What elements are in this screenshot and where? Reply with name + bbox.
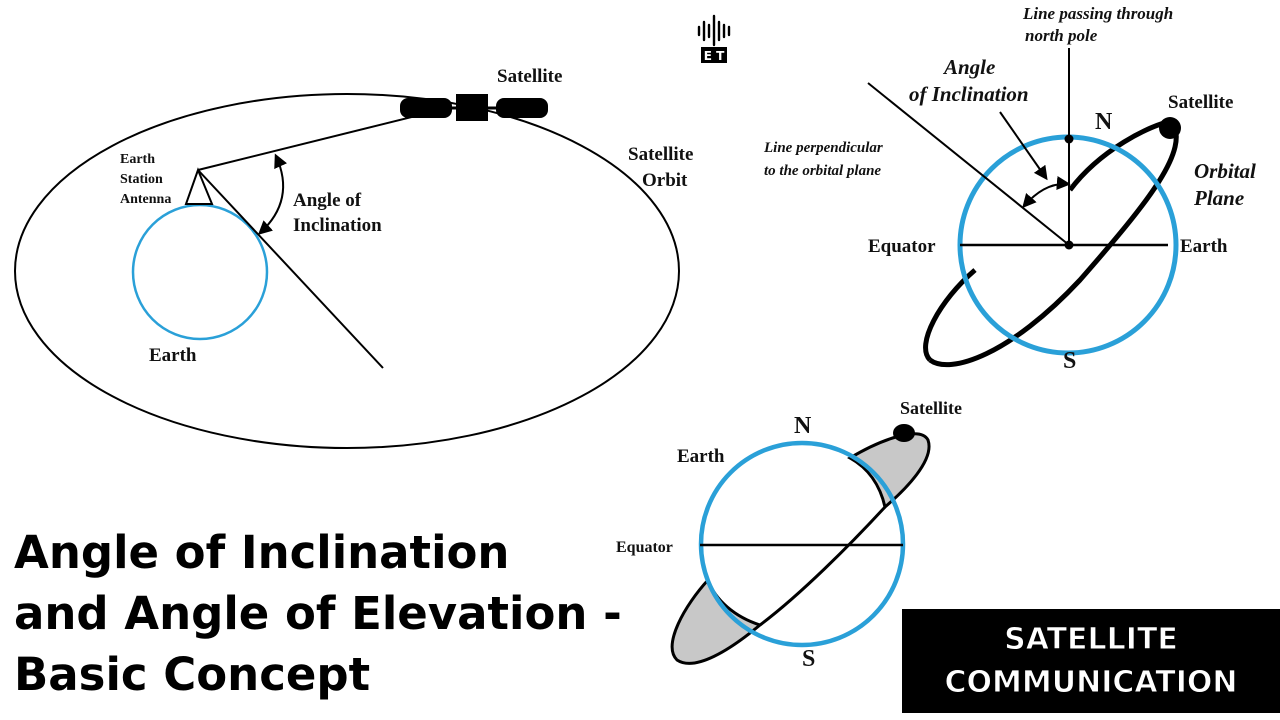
angle-label-line2: Inclination bbox=[293, 215, 382, 236]
antenna-label-line2: Station bbox=[120, 172, 163, 187]
earth-station-antenna bbox=[184, 167, 214, 205]
north-label-bottom: N bbox=[794, 413, 812, 439]
north-pole-line2: north pole bbox=[1025, 26, 1098, 45]
badge-line1: SATELLITE bbox=[1004, 622, 1179, 658]
north-point bbox=[1064, 134, 1074, 144]
orbital-line2: Plane bbox=[1193, 186, 1244, 210]
shaded-orbit-bottom bbox=[670, 577, 764, 665]
angle-arc-right bbox=[1022, 176, 1071, 209]
satellite-label-bottom: Satellite bbox=[900, 398, 962, 418]
earth-label-right: Earth bbox=[1180, 236, 1228, 257]
equator-label-bottom: Equator bbox=[616, 539, 673, 556]
south-label-bottom: S bbox=[802, 646, 815, 672]
title-line2: and Angle of Elevation - bbox=[14, 587, 622, 640]
angle-right-line1: Angle bbox=[942, 55, 995, 79]
line-to-satellite bbox=[197, 107, 449, 171]
orbital-plane-back bbox=[928, 119, 1179, 368]
perpendicular-line bbox=[867, 82, 1070, 246]
angle-arc bbox=[257, 153, 288, 235]
angle-label-line1: Angle of bbox=[293, 190, 362, 211]
orbital-line1: Orbital bbox=[1194, 159, 1256, 183]
horizon-line bbox=[197, 169, 384, 369]
satellite-dot-right bbox=[1159, 117, 1181, 139]
shaded-orbit-top bbox=[847, 432, 931, 510]
center-point bbox=[1064, 240, 1074, 250]
badge-line2: COMMUNICATION bbox=[944, 665, 1238, 701]
orbit-cross-line bbox=[759, 505, 887, 627]
logo-text: E T bbox=[704, 49, 725, 63]
earth-label: Earth bbox=[149, 345, 197, 366]
et-logo: E T bbox=[697, 14, 731, 63]
north-label-right: N bbox=[1095, 109, 1113, 135]
category-badge: SATELLITE COMMUNICATION bbox=[902, 609, 1280, 713]
satellite-orbit-ellipse bbox=[14, 93, 680, 449]
angle-pointer bbox=[999, 111, 1048, 181]
antenna-label-line3: Antenna bbox=[120, 192, 171, 207]
earth-circle bbox=[131, 203, 269, 341]
equator-label-right: Equator bbox=[868, 236, 936, 257]
satellite-icon bbox=[400, 94, 548, 121]
title-line1: Angle of Inclination bbox=[14, 526, 510, 579]
bottom-diagram: N S Satellite Earth Equator bbox=[616, 398, 962, 672]
satellite-label-right: Satellite bbox=[1168, 92, 1233, 113]
satellite-label: Satellite bbox=[497, 66, 562, 87]
video-title: Angle of Inclination and Angle of Elevat… bbox=[14, 522, 674, 705]
perp-line2: to the orbital plane bbox=[764, 163, 881, 179]
left-diagram: Satellite Satellite Orbit Earth Station … bbox=[14, 66, 693, 449]
satellite-dot-bottom bbox=[893, 424, 915, 442]
orbit-label-line1: Satellite bbox=[628, 144, 693, 165]
north-pole-line1: Line passing through bbox=[1022, 4, 1173, 23]
earth-label-bottom: Earth bbox=[677, 446, 725, 467]
right-diagram: Line passing through north pole Angle of… bbox=[763, 4, 1256, 374]
perp-line1: Line perpendicular bbox=[763, 140, 883, 156]
orbit-label-line2: Orbit bbox=[642, 170, 688, 191]
title-line3: Basic Concept bbox=[14, 648, 371, 701]
south-label-right: S bbox=[1063, 348, 1076, 374]
antenna-label-line1: Earth bbox=[120, 152, 155, 167]
angle-right-line2: of Inclination bbox=[909, 82, 1029, 106]
